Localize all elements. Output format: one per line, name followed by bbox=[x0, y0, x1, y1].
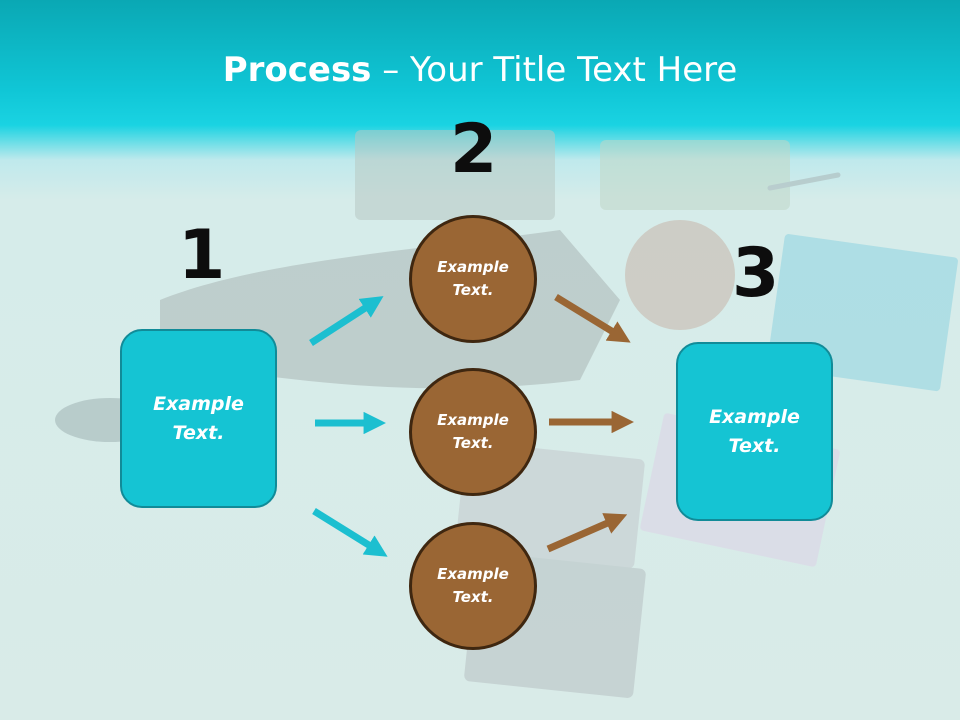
arrow-1-to-2-top bbox=[309, 296, 384, 346]
photo-head-shape bbox=[625, 220, 735, 330]
step-3-box[interactable]: Example Text. bbox=[676, 342, 833, 521]
title-bold: Process bbox=[222, 50, 372, 90]
step-2-circle-top[interactable]: Example Text. bbox=[409, 215, 537, 343]
step-1-label: Example Text. bbox=[153, 392, 244, 444]
step-2-circle-bottom[interactable]: Example Text. bbox=[409, 522, 537, 650]
arrow-2-bottom-to-3 bbox=[546, 513, 628, 553]
title-rest: – Your Title Text Here bbox=[371, 50, 738, 90]
step-1-box[interactable]: Example Text. bbox=[120, 329, 277, 508]
step-number-2: 2 bbox=[450, 110, 498, 189]
photo-notebook-shape bbox=[600, 140, 790, 210]
step-number-3: 3 bbox=[732, 234, 780, 313]
arrow-1-to-2-bottom bbox=[312, 508, 388, 557]
step-2-label-top: Example Text. bbox=[437, 258, 509, 299]
step-2-circle-middle[interactable]: Example Text. bbox=[409, 368, 537, 496]
arrow-2-top-to-3 bbox=[554, 294, 631, 343]
photo-book-shape bbox=[355, 130, 555, 220]
step-3-label: Example Text. bbox=[709, 405, 800, 457]
slide-title: Process – Your Title Text Here bbox=[0, 50, 960, 90]
photo-pen-shape bbox=[767, 172, 841, 191]
step-2-label-bottom: Example Text. bbox=[437, 565, 509, 606]
step-number-1: 1 bbox=[178, 216, 226, 295]
step-2-label-middle: Example Text. bbox=[437, 411, 509, 452]
